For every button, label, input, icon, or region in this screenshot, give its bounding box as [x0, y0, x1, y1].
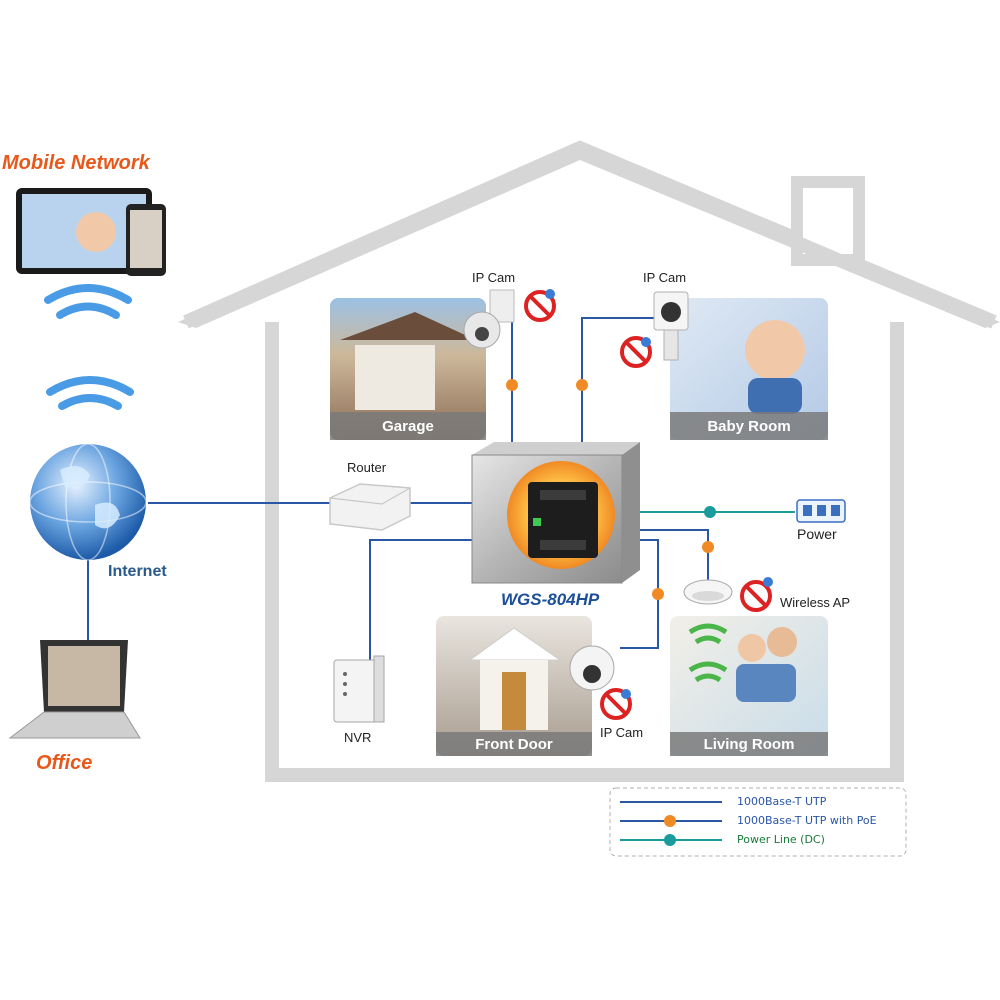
internet-label: Internet [108, 563, 167, 580]
no-power-plug-icon [600, 688, 632, 720]
wgs-804hp-switch-icon [471, 442, 640, 584]
switch-model-label: WGS-804HP [501, 590, 600, 609]
no-power-plug-icon [740, 577, 773, 612]
wifi-signal-icon [44, 284, 134, 410]
cube-camera-icon [653, 291, 689, 361]
legend-label-dc: Power Line (DC) [737, 833, 825, 846]
ip-cam-front-label: IP Cam [600, 725, 644, 740]
power-label: Power [797, 526, 837, 542]
legend-dc-dot [664, 834, 676, 846]
wireless-ap-icon [683, 579, 733, 605]
front-door-photo [436, 616, 592, 756]
poe-badge-ap [702, 541, 714, 553]
wireless-ap-label: Wireless AP [780, 595, 851, 610]
no-power-plug-icon [524, 289, 556, 322]
living-room-photo [670, 616, 828, 756]
no-power-plug-icon [620, 336, 652, 368]
dc-badge-power [704, 506, 716, 518]
tablet-phone-icon [16, 188, 166, 276]
ptz-camera-icon [463, 289, 515, 349]
garage-photo [330, 298, 486, 440]
ip-cam-garage-label: IP Cam [472, 270, 516, 285]
ip-cam-baby-label: IP Cam [643, 270, 687, 285]
poe-badges [506, 379, 716, 600]
room-label-garage: Garage [382, 418, 434, 435]
roof-line [183, 140, 997, 329]
dome-camera-icon [569, 645, 615, 691]
legend-label-utp: 1000Base-T UTP [737, 795, 827, 808]
poe-badge-front [652, 588, 664, 600]
room-label-living-room: Living Room [703, 736, 795, 753]
office-label: Office [36, 752, 93, 774]
power-outlet-icon [796, 499, 846, 523]
laptop-icon [8, 640, 141, 739]
poe-badge-garage [506, 379, 518, 391]
cable-switch-baby-cam [581, 317, 660, 485]
router-label: Router [347, 460, 387, 475]
house-walls [265, 322, 904, 782]
room-label-baby-room: Baby Room [707, 418, 791, 435]
nvr-label: NVR [344, 730, 372, 745]
nvr-icon [333, 655, 385, 723]
baby-room-photo [670, 298, 828, 440]
legend-box [609, 787, 907, 857]
roof-fill [178, 142, 1000, 328]
mobile-network-label: Mobile Network [2, 152, 150, 174]
globe-icon [29, 443, 147, 561]
legend-poe-dot [664, 815, 676, 827]
legend-label-poe: 1000Base-T UTP with PoE [737, 814, 877, 827]
room-label-front-door: Front Door [475, 736, 553, 753]
poe-badge-baby [576, 379, 588, 391]
router-icon [329, 483, 411, 531]
